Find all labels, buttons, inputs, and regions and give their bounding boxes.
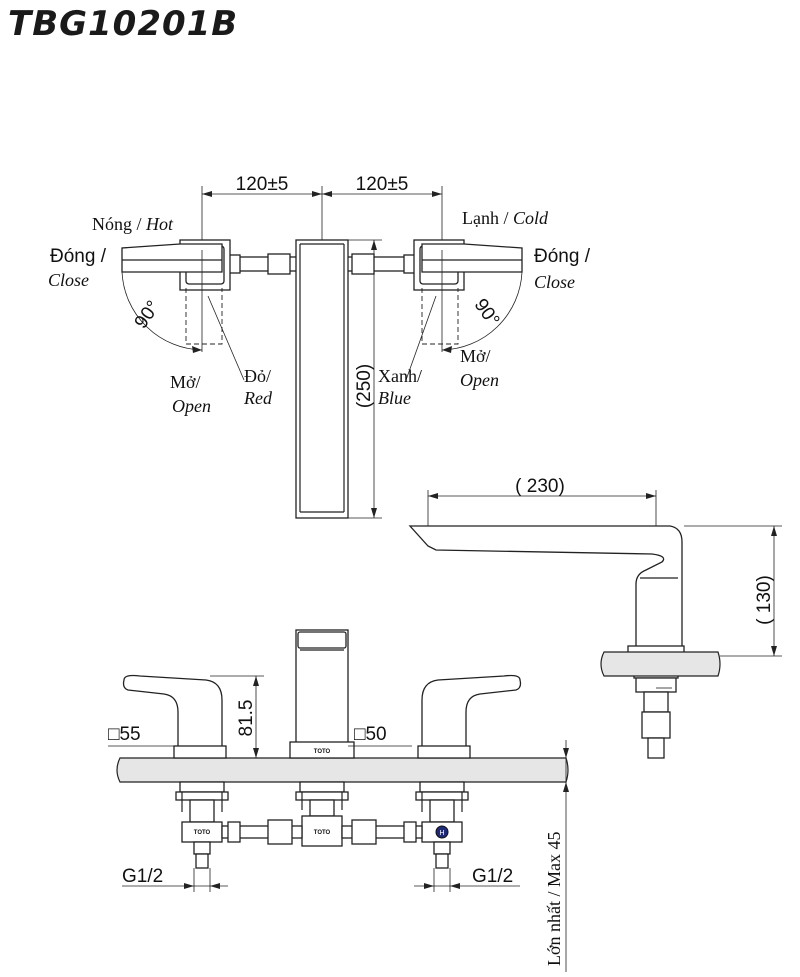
svg-text:TOTO: TOTO	[194, 830, 211, 836]
reach-dim: ( 230)	[515, 476, 565, 497]
red-label-en: Red	[243, 388, 273, 408]
dim-right-spacing: 120±5	[356, 174, 409, 195]
top-view: 120±5 120±5	[48, 174, 591, 519]
spout-length-dim: (250)	[354, 364, 375, 408]
spout-base-size: □50	[354, 724, 387, 745]
left-valve-body: TOTO	[175, 781, 229, 869]
close-left-label-vn: Đóng /	[50, 246, 107, 267]
right-valve-body: H	[415, 781, 469, 869]
close-left-label-en: Close	[48, 270, 89, 290]
open-left-label-en: Open	[172, 396, 211, 416]
thread-right: G1/2	[472, 866, 513, 887]
front-view: TOTO 81.5 □55 □50 TOTO	[108, 629, 569, 972]
blue-label-en: Blue	[378, 388, 411, 408]
close-right-label-vn: Đóng /	[534, 246, 591, 267]
handle-base-size: □55	[108, 724, 141, 745]
dim-left-spacing: 120±5	[236, 174, 289, 195]
model-title: TBG10201B	[8, 4, 239, 44]
spout-brand-mark: TOTO	[314, 749, 331, 755]
blue-label-vn: Xanh/	[378, 366, 422, 386]
side-view: ( 230) ( 130)	[408, 476, 782, 759]
svg-text:TOTO: TOTO	[314, 830, 331, 836]
close-right-label-en: Close	[534, 272, 575, 292]
thread-left: G1/2	[122, 866, 163, 887]
hot-label: Nóng / Hot	[92, 214, 174, 234]
cold-label: Lạnh / Cold	[462, 208, 549, 228]
angle-left: 90°	[131, 297, 165, 333]
hot-cold-mark: H	[439, 830, 444, 837]
handle-height-dim: 81.5	[236, 700, 257, 737]
open-right-label-en: Open	[460, 370, 499, 390]
red-label-vn: Đỏ/	[244, 366, 271, 386]
height-dim: ( 130)	[754, 575, 775, 625]
open-right-label-vn: Mở/	[460, 346, 491, 366]
center-valve-body: TOTO	[295, 781, 349, 847]
open-left-label-vn: Mở/	[170, 372, 201, 392]
max-thickness-label: Lớn nhất / Max 45	[544, 832, 564, 967]
